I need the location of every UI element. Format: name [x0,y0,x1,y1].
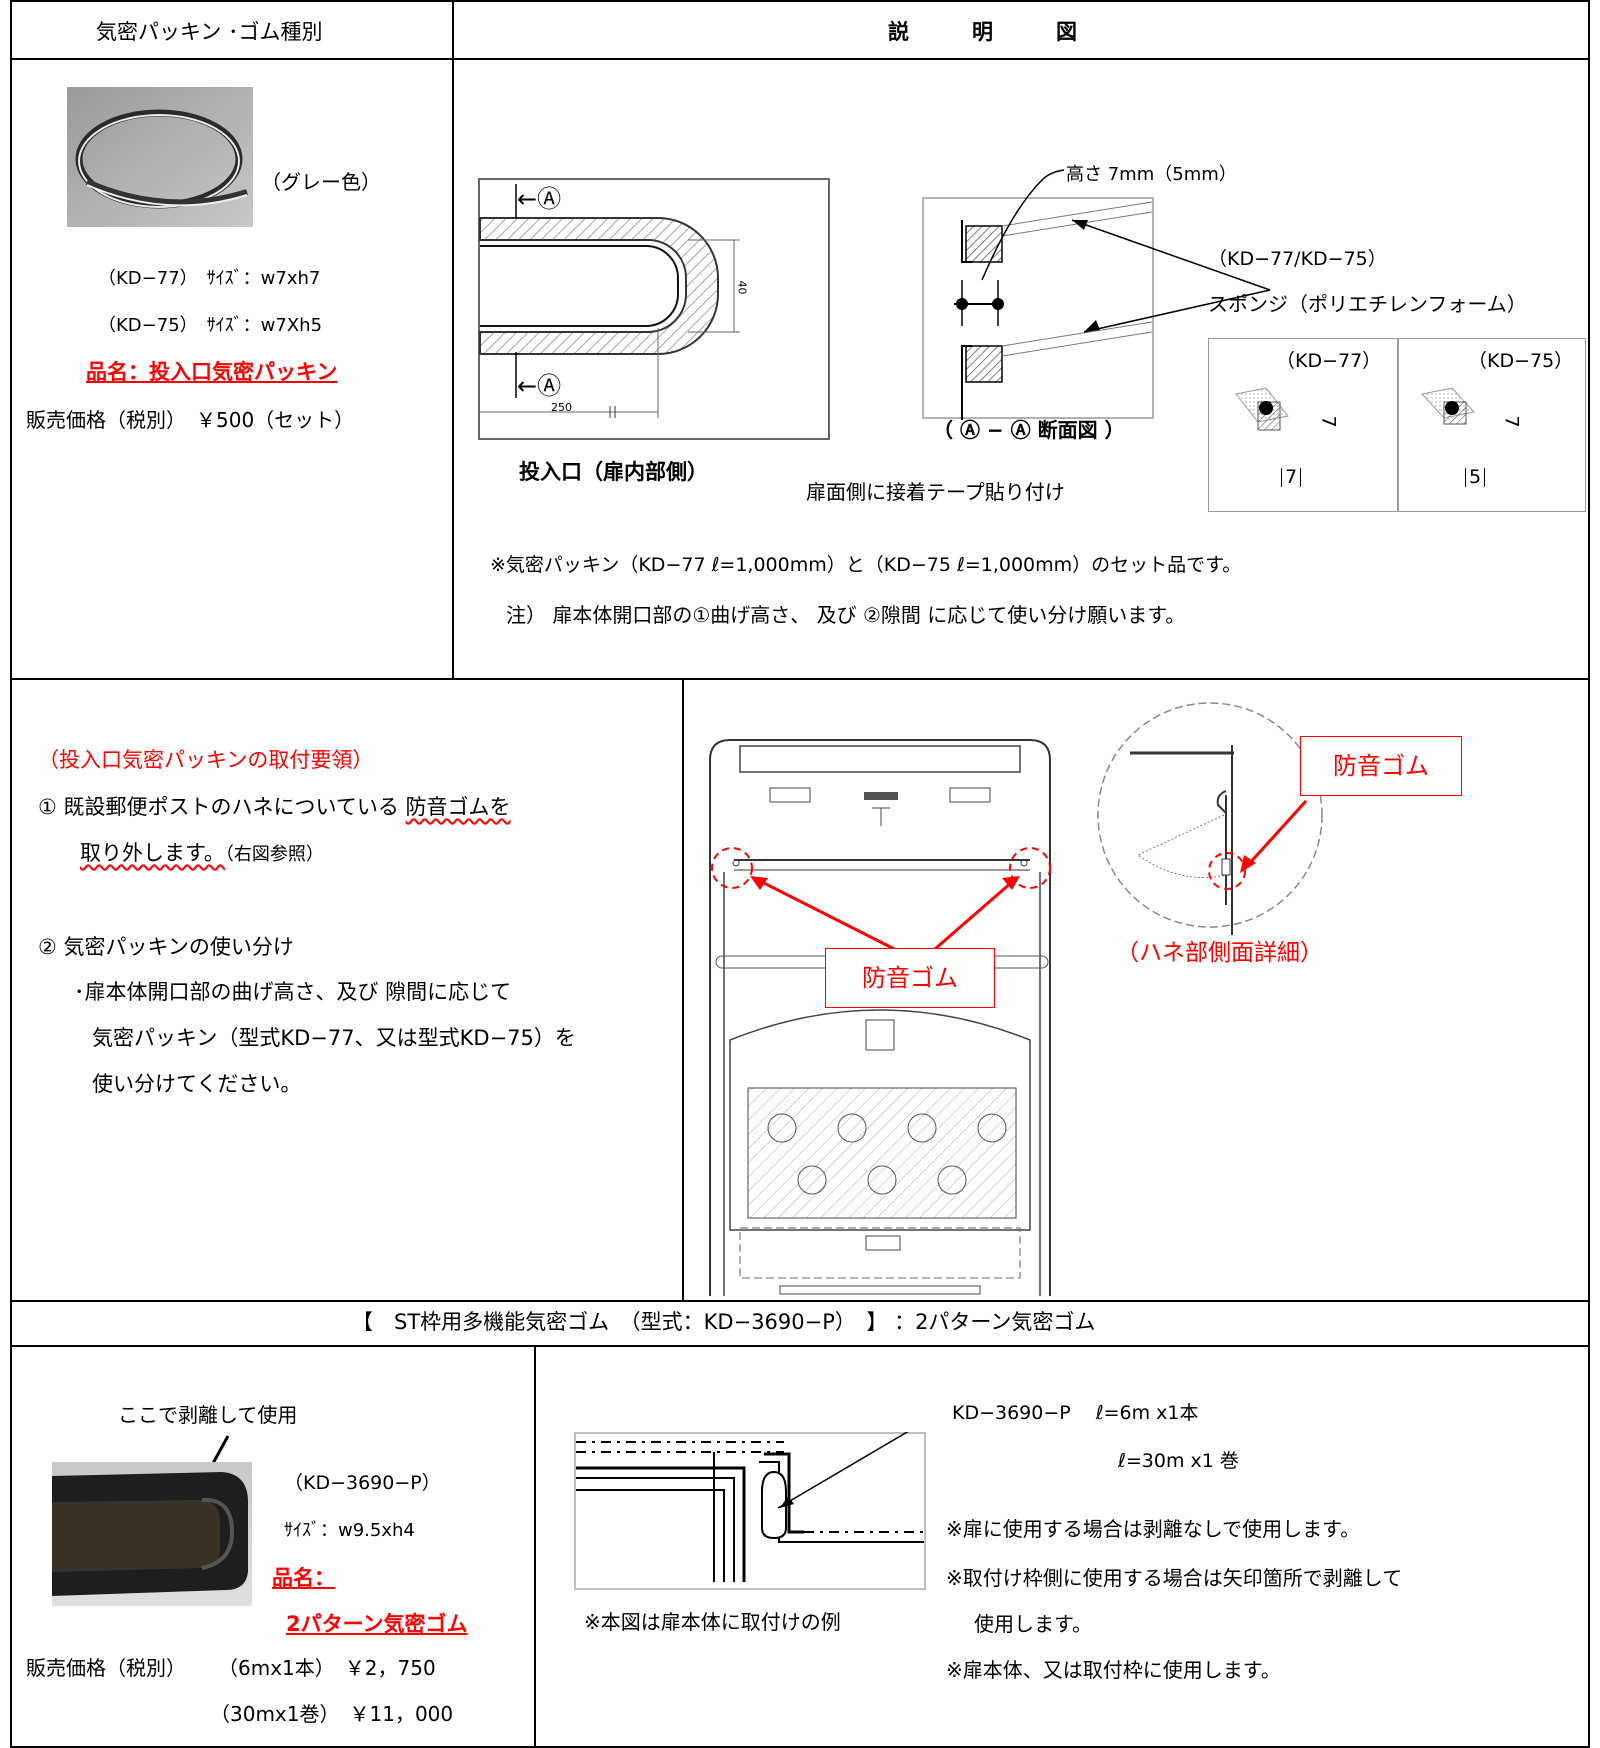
model-note: （KD−77/KD−75） [1208,248,1387,270]
rule-header3 [10,1345,1588,1347]
kd3690-name-label: 品名： [272,1566,335,1590]
slot-caption: 投入口（扉内部側） [519,460,708,484]
step1-prefix: ① 既設郵便ポストのハネについている [38,795,406,819]
slot-drawing [478,178,830,440]
product-price: 販売価格（税別） ￥500（セット） [26,408,355,432]
hinge-detail-drawing [1097,702,1323,935]
step2-line1: ･扉本体開口部の曲げ高さ、及び 隙間に応じて [74,980,512,1004]
section-mark-a-top: ←Ⓐ [517,185,562,213]
section-mark-a-bottom: ←Ⓐ [517,372,562,400]
cross-section-drawing [922,169,1154,420]
peel-note: ここで剥離して使用 [118,1403,298,1427]
height-note: 高さ 7mm（5mm） [1066,164,1237,185]
profile-divider [1397,338,1399,512]
dim-40: 40 [735,280,749,295]
gasket-photo [67,87,253,227]
note-door-use: ※扉に使用する場合は剥離なしで使用します。 [946,1517,1361,1541]
step2-title: ② 気密パッキンの使い分け [38,935,294,959]
note-frame-use: ※取付け枠側に使用する場合は矢印箇所で剥離して [946,1566,1403,1590]
section-caption: （ Ⓐ − Ⓐ 断面図 ） [933,418,1125,442]
kd75-profile [1421,387,1475,425]
note-frame-use-cont: 使用します。 [974,1612,1092,1636]
header-gasket-type: 気密パッキン ･ゴム種別 [96,20,323,44]
material-note: スポンジ（ポリエチレンフォーム） [1208,292,1527,316]
note-body-or-frame: ※扉本体、又は取付枠に使用します。 [946,1658,1281,1682]
kd3690-spec-6m: KD−3690−P ℓ=6m x1本 [952,1402,1199,1424]
kd75-w: 5 [1465,468,1486,487]
leader-lines [1071,219,1271,333]
kd75-label: （KD−75） [1468,350,1574,372]
install-title: （投入口気密パッキンの取付要領） [38,748,374,772]
rule-section2-end [10,1300,1588,1302]
step2-line3: 使い分けてください。 [92,1072,302,1096]
kd75-h: 7 [1500,415,1523,428]
kd3690-price-label: 販売価格（税別） [26,1656,186,1680]
kd3690-size: ｻｲｽﾞ：w9.5xh4 [284,1520,415,1541]
detail-caption: （ハネ部側面詳細） [1116,940,1323,966]
mailbox-drawing [709,739,1051,1296]
step1-line2: 取り外します。（右図参照） [80,843,324,864]
frame-install-drawing [574,1432,926,1590]
kd77-size: （KD−77） ｻｲｽﾞ：w7xh7 [98,268,321,289]
kd77-h: 7 [1317,415,1340,428]
note-usage: 注） 扉本体開口部の①曲げ高さ、 及び ②隙間 に応じて使い分け願います。 [506,603,1186,627]
rubber-label-2: 防音ゴム [1300,736,1462,796]
rule-section1-end [10,678,1588,680]
dim-250: 250 [551,401,572,414]
kd3690-header: 【 ST枠用多機能気密ゴム （型式：KD−3690−P） 】 ：2パターン気密ゴ… [352,1310,1096,1334]
gasket-color-note: （グレー色） [261,170,381,194]
kd3690-photo [52,1462,252,1606]
rule-header1 [10,58,1588,60]
frame-drawing-caption: ※本図は扉本体に取付けの例 [584,1610,841,1634]
header-diagram: 説 明 図 [888,20,1077,44]
document-frame [10,0,1590,1748]
kd3690-spec-30m: ℓ=30m x1 巻 [1118,1450,1239,1472]
kd3690-name-value: 2パターン気密ゴム [286,1612,468,1636]
product-name: 品名：投入口気密パッキン [86,360,338,384]
kd3690-price-30m: （30mx1巻） ￥11，000 [210,1702,454,1726]
rule-col1 [452,0,454,680]
kd3690-model: （KD−3690−P） [284,1472,441,1494]
step1-line2-rest: （右図参照） [224,844,324,865]
kd75-size: （KD−75） ｻｲｽﾞ：w7Xh5 [98,315,323,336]
kd77-profile [1235,387,1289,431]
kd77-w: 7 [1281,468,1302,487]
step1-emph: 防音ゴムを [405,795,511,819]
rule-col3 [534,1345,536,1748]
step1-line1: ① 既設郵便ポストのハネについている 防音ゴムを [38,797,511,818]
step1-line2-emph: 取り外します。 [80,841,225,865]
note-set: ※気密パッキン（KD−77 ℓ=1,000mm）と（KD−75 ℓ=1,000m… [490,554,1242,576]
kd3690-price-6m: （6mx1本） ￥2，750 [218,1656,436,1680]
rule-col2 [682,678,684,1302]
step2-line2: 気密パッキン（型式KD−77、又は型式KD−75）を [92,1026,576,1050]
tape-note: 扉面側に接着テープ貼り付け [806,480,1065,504]
rubber-label-1: 防音ゴム [825,948,995,1008]
kd77-label: （KD−77） [1276,350,1382,372]
